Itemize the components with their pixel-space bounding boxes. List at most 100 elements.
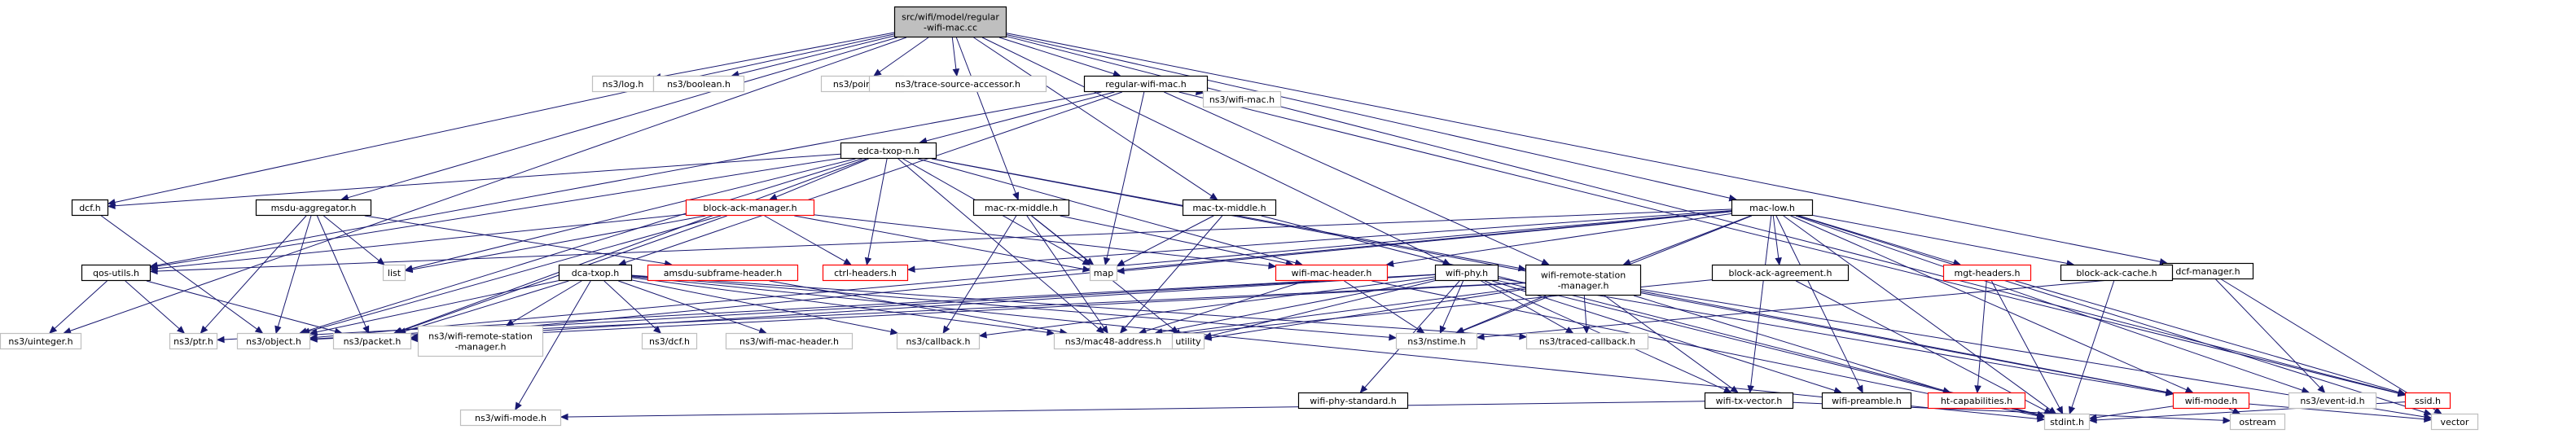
node-maclow[interactable]: mac-low.h (1731, 199, 1814, 217)
node-label: ns3/callback.h (906, 336, 971, 347)
node-label: ns3/event-id.h (2300, 396, 2364, 406)
node-label: mac-rx-middle.h (985, 203, 1058, 213)
node-box (1202, 90, 1282, 108)
node-wtv[interactable]: wifi-tx-vector.h (1704, 392, 1794, 410)
edge-rwmh-to-dcatxop (617, 91, 1123, 266)
node-label: -wifi-mac.cc (924, 23, 977, 33)
node-label: mac-tx-middle.h (1192, 203, 1266, 213)
node-label: amsdu-subframe-header.h (664, 268, 783, 278)
edge-maclow-to-wrsm (1622, 215, 1752, 265)
node-ptr: ns3/ptr.h (169, 332, 218, 350)
edge-bam-to-map (794, 215, 1091, 273)
edge-edca-to-ctrl (864, 158, 888, 266)
node-box (382, 264, 406, 282)
node-callback: ns3/callback.h (896, 332, 981, 350)
edge-edca-to-bam (769, 158, 869, 200)
node-amsdu[interactable]: amsdu-subframe-header.h (647, 264, 799, 282)
edge-qos-to-packet (146, 280, 343, 335)
edge-root-to-maclow (1006, 34, 1737, 202)
edge-bam-to-wmh (814, 214, 1277, 270)
node-baagr[interactable]: block-ack-agreement.h (1711, 264, 1850, 282)
node-wmode[interactable]: wifi-mode.h (2172, 392, 2250, 410)
node-box (2172, 392, 2250, 410)
node-box (868, 75, 1047, 93)
node-label: ns3/log.h (603, 79, 644, 90)
node-box (725, 332, 854, 350)
node-rwmh[interactable]: regular-wifi-mac.h (1083, 75, 1209, 93)
node-wmh[interactable]: wifi-mac-header.h (1275, 264, 1389, 282)
node-label: mac-low.h (1749, 203, 1795, 213)
node-box (255, 199, 372, 217)
edge-rwmh-to-qos (149, 91, 1102, 269)
node-label: wifi-remote-station (1541, 270, 1626, 281)
edge-dcfmgr-to-eventid (2215, 278, 2326, 393)
node-ctrl[interactable]: ctrl-headers.h (822, 264, 909, 282)
node-label: src/wifi/model/regular (902, 12, 999, 23)
node-label: ns3/wifi-mac-header.h (739, 336, 839, 347)
edge-wrsm-to-htcap (1633, 295, 1951, 394)
node-mgt[interactable]: mgt-headers.h (1942, 264, 2032, 282)
node-box (417, 325, 544, 357)
edge-mactx-to-mac48 (1119, 215, 1223, 334)
node-bacache[interactable]: block-ack-cache.h (2060, 264, 2174, 282)
node-root[interactable]: src/wifi/model/regular-wifi-mac.cc (893, 6, 1007, 38)
node-uint: ns3/uinteger.h (0, 332, 82, 350)
node-ssid[interactable]: ssid.h (2404, 392, 2451, 410)
node-wmode3: ns3/wifi-mode.h (459, 409, 562, 427)
node-boolean: ns3/boolean.h (652, 75, 745, 93)
edge-dcatxop-to-wmh3 (618, 280, 767, 335)
node-wps[interactable]: wifi-phy-standard.h (1297, 392, 1409, 410)
node-dcfmgr[interactable]: dcf-manager.h (2161, 262, 2254, 280)
node-qos[interactable]: qos-utils.h (81, 264, 151, 282)
node-dcfh[interactable]: dcf.h (71, 199, 109, 217)
node-box (972, 199, 1070, 217)
edge-macrx-to-wmh (1060, 215, 1294, 267)
edge-bam-to-list (404, 215, 706, 274)
node-stdint: stdint.h (2043, 413, 2091, 431)
edge-msdu-to-amsdu (364, 215, 673, 267)
node-label: ns3/wifi-mac.h (1209, 94, 1275, 105)
node-label: ctrl-headers.h (834, 268, 897, 278)
edge-maclow-to-ctrl (906, 210, 1732, 273)
edge-wphy-to-callback (978, 276, 1436, 339)
node-htcap[interactable]: ht-capabilities.h (1927, 392, 2026, 410)
edge-maclow-to-wpre (1775, 215, 1863, 394)
node-msdu[interactable]: msdu-aggregator.h (255, 199, 372, 217)
edge-maclow-to-wmode (1790, 215, 2194, 393)
node-macrx[interactable]: mac-rx-middle.h (972, 199, 1070, 217)
node-label: ns3/wifi-mode.h (475, 413, 546, 423)
node-tsa: ns3/trace-source-accessor.h (868, 75, 1047, 93)
node-box (1942, 264, 2032, 282)
node-box (641, 332, 698, 350)
node-label: dcf.h (79, 203, 101, 213)
node-box (1089, 264, 1118, 282)
node-label: edca-txop-n.h (858, 146, 919, 156)
node-edca[interactable]: edca-txop-n.h (840, 142, 937, 160)
edge-root-to-log (652, 32, 895, 81)
node-box (896, 332, 981, 350)
edge-wphy-to-nstime (1439, 280, 1464, 335)
node-wpre[interactable]: wifi-preamble.h (1821, 392, 1912, 410)
node-label: -manager.h (1558, 281, 1609, 292)
node-label: ns3/mac48-address.h (1065, 336, 1162, 347)
node-list: list (382, 264, 406, 282)
node-bam[interactable]: block-ack-manager.h (685, 199, 815, 217)
node-box (332, 332, 412, 350)
node-label: mgt-headers.h (1955, 268, 2021, 278)
edge-bam-to-object (301, 215, 722, 335)
node-vector: vector (2430, 413, 2479, 431)
node-log: ns3/log.h (591, 75, 655, 93)
node-mac48: ns3/mac48-address.h (1053, 332, 1174, 350)
node-label: ns3/uinteger.h (8, 336, 72, 347)
node-box (1083, 75, 1209, 93)
node-mactx[interactable]: mac-tx-middle.h (1182, 199, 1277, 217)
edge-root-to-wphy (981, 37, 1451, 265)
node-dcatxop[interactable]: dca-txop.h (558, 264, 633, 282)
node-traced: ns3/traced-callback.h (1525, 332, 1649, 350)
node-box (1297, 392, 1409, 410)
edge-bacache-to-stdint (2068, 280, 2115, 415)
node-wphy[interactable]: wifi-phy.h (1434, 264, 1499, 282)
node-label: ns3/boolean.h (667, 79, 731, 90)
edge-msdu-to-object (274, 215, 312, 335)
node-wrsm[interactable]: wifi-remote-station-manager.h (1525, 264, 1642, 296)
